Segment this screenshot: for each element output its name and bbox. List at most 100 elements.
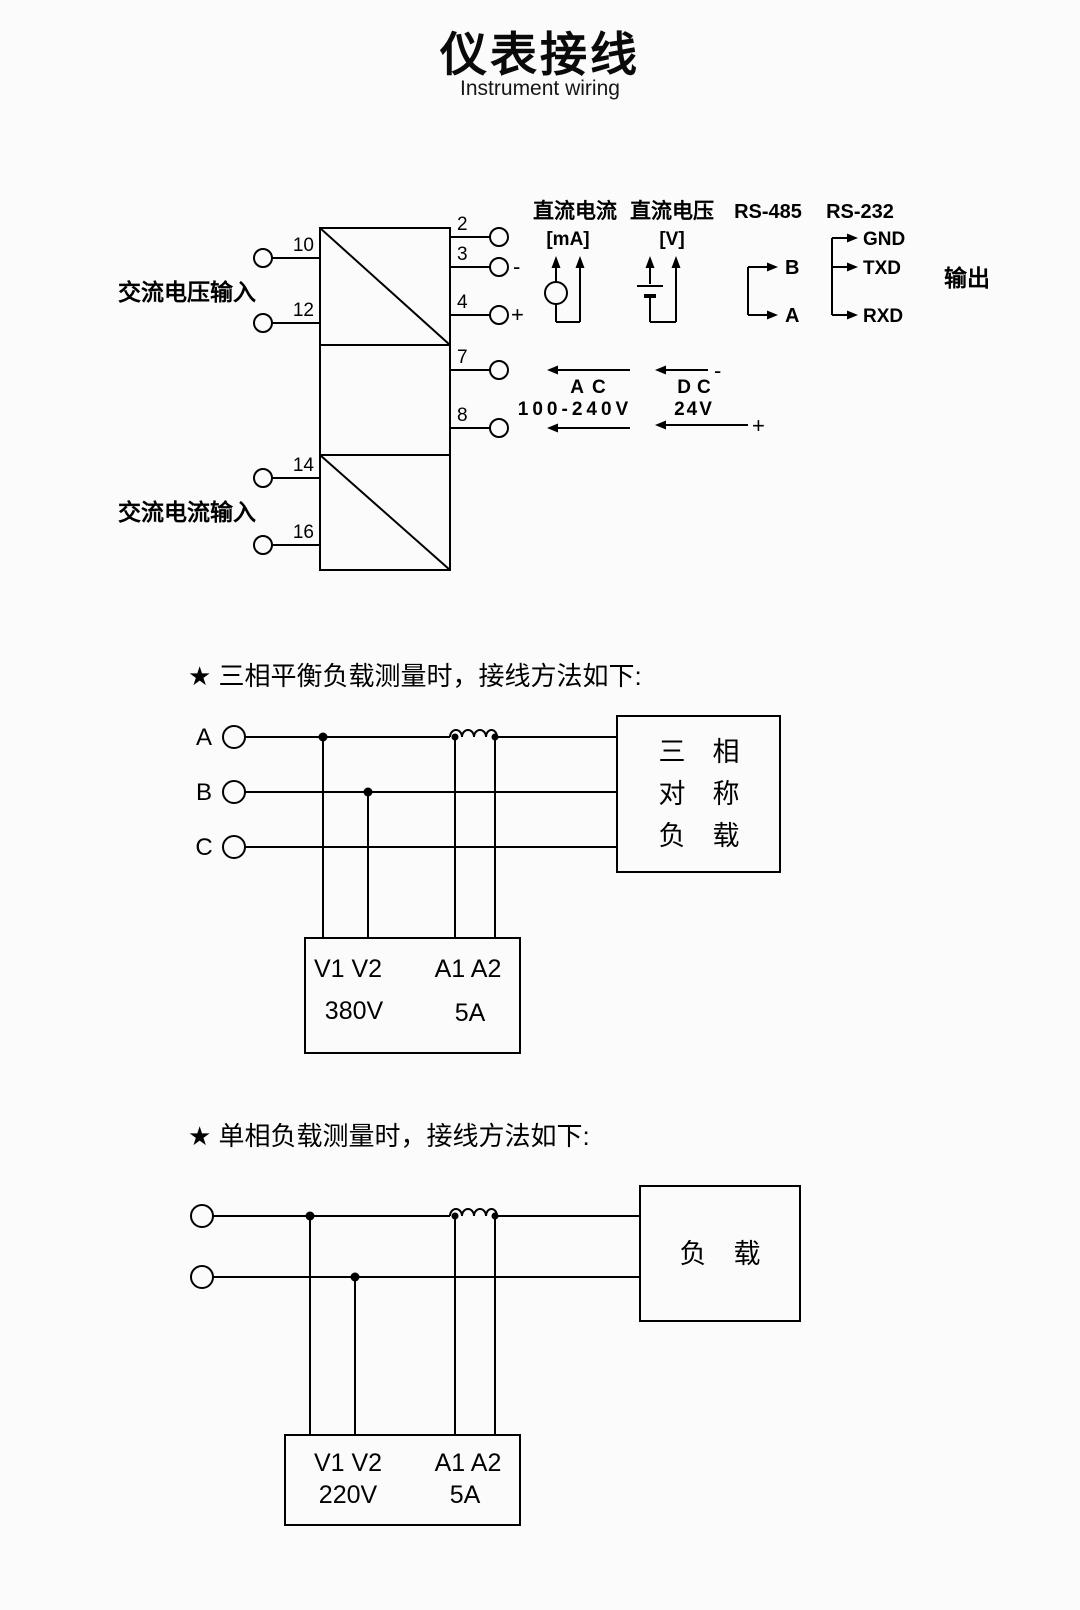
terminal-16-number: 16 <box>293 522 314 543</box>
terminal-4-circle <box>489 305 509 325</box>
rs485-label: RS-485 <box>734 201 802 223</box>
dc-voltage-unit: [V] <box>659 229 684 250</box>
single-phase-load-box <box>639 1185 801 1322</box>
terminal-8-circle <box>489 418 509 438</box>
meter-current-terminals: A1 A2 <box>435 955 502 983</box>
rs232-rxd-label: RXD <box>863 306 903 327</box>
current-arrow-up-icon <box>551 256 561 268</box>
rs232-rxd-arrow-icon <box>847 310 858 320</box>
dc-supply-voltage: 24V <box>674 399 714 420</box>
rs485-a-arrow-icon <box>767 310 778 320</box>
rs232-txd-label: TXD <box>863 258 901 279</box>
terminal-3-circle <box>489 257 509 277</box>
ac-voltage-input-terminals: 10 12 交流电压输入 <box>118 235 320 333</box>
meter-current-rating: 5A <box>450 1481 481 1509</box>
dc-voltage-label: 直流电压 <box>630 199 714 223</box>
three-phase-heading: ★ 三相平衡负载测量时，接线方法如下: <box>188 661 642 691</box>
device-top-diagonal <box>319 227 451 346</box>
ac-current-input-label: 交流电流输入 <box>118 499 256 525</box>
terminal-7-circle <box>489 360 509 380</box>
device-bottom-diagonal <box>319 454 451 571</box>
device-bottom-section <box>319 454 451 571</box>
ac-current-input-terminals: 14 16 交流电流输入 <box>118 455 320 555</box>
single-phase-heading: ★ 单相负载测量时，接线方法如下: <box>188 1121 590 1151</box>
dc-supply-type: DC <box>677 377 716 398</box>
phase-a-label: A <box>196 724 212 751</box>
phase-b-terminal <box>222 780 246 804</box>
terminal-10-circle <box>253 248 273 268</box>
current-source-icon <box>544 281 568 305</box>
rs485-line-a: A <box>785 305 799 327</box>
rs232-gnd-arrow-icon <box>847 233 858 243</box>
current-transformer-icon <box>449 729 498 738</box>
dc-supply-arrow-bottom-icon <box>655 420 666 430</box>
output-label: 输出 <box>944 265 990 291</box>
meter-current-terminals: A1 A2 <box>435 1449 502 1477</box>
rs232-txd-arrow-icon <box>847 262 858 272</box>
terminal-3-polarity: - <box>513 254 520 279</box>
rs232-label: RS-232 <box>826 201 894 223</box>
meter-current-rating: 5A <box>455 999 486 1027</box>
terminal-10-number: 10 <box>293 235 314 256</box>
ac-supply-arrow-top-icon <box>547 365 558 375</box>
terminal-2-circle <box>489 227 509 247</box>
voltage-return-arrow-icon <box>671 256 681 268</box>
three-phase-diagram: ★ 三相平衡负载测量时，接线方法如下: A B C 三 相 对 称 负 载 <box>188 661 781 1054</box>
three-phase-meter-box <box>304 937 521 1054</box>
power-supply: AC 100-240V - + DC 24V <box>518 358 765 438</box>
dc-supply-plus: + <box>752 413 765 438</box>
rs232-port: RS-232 GND TXD RXD <box>826 201 905 327</box>
page-header: 仪表接线 Instrument wiring <box>0 16 1080 101</box>
ac-supply-arrow-bottom-icon <box>547 423 558 433</box>
rs232-gnd-label: GND <box>863 229 905 250</box>
output-terminals: 2 3 - 4 + 7 8 <box>450 214 524 438</box>
current-return-arrow-icon <box>575 256 585 268</box>
neutral-terminal <box>190 1265 214 1289</box>
terminal-4-number: 4 <box>457 292 468 313</box>
dc-current-output: 直流电流 [mA] <box>533 199 617 323</box>
load-box-line1: 三 相 <box>659 737 740 767</box>
meter-voltage-terminals: V1 V2 <box>314 955 382 983</box>
dc-current-label: 直流电流 <box>533 199 617 223</box>
terminal-14-number: 14 <box>293 455 315 476</box>
ac-supply-range: 100-240V <box>518 399 632 420</box>
terminal-16-circle <box>253 535 273 555</box>
line-terminal <box>190 1204 214 1228</box>
phase-c-terminal <box>222 835 246 859</box>
meter-voltage-rating: 220V <box>319 1481 378 1509</box>
terminal-12-circle <box>253 313 273 333</box>
voltage-arrow-up-icon <box>645 256 655 268</box>
phase-c-label: C <box>195 834 212 861</box>
phase-a-terminal <box>222 725 246 749</box>
terminal-7-number: 7 <box>457 347 468 368</box>
terminal-4-polarity: + <box>511 302 524 327</box>
page-title: 仪表接线 <box>440 28 640 81</box>
terminal-3-number: 3 <box>457 244 468 265</box>
dc-supply-minus: - <box>714 358 721 383</box>
single-phase-meter-box <box>284 1434 521 1526</box>
load-box-line3: 负 载 <box>659 821 740 851</box>
meter-voltage-terminals: V1 V2 <box>314 1449 382 1477</box>
ac-supply-type: AC <box>570 377 613 398</box>
rs485-port: RS-485 B A <box>734 201 802 327</box>
dc-voltage-output: 直流电压 [V] <box>630 199 714 323</box>
instrument-device <box>319 227 451 571</box>
single-phase-diagram: ★ 单相负载测量时，接线方法如下: 负 载 V1 V2 A1 A2 220V 5… <box>188 1121 801 1526</box>
ac-voltage-input-label: 交流电压输入 <box>118 279 256 305</box>
device-middle-section <box>319 344 451 456</box>
terminal-12-number: 12 <box>293 300 314 321</box>
terminal-8-number: 8 <box>457 405 468 426</box>
rs485-b-arrow-icon <box>767 262 778 272</box>
meter-voltage-rating: 380V <box>325 997 384 1025</box>
dc-supply-arrow-top-icon <box>655 365 666 375</box>
rs485-line-b: B <box>785 257 799 279</box>
phase-b-label: B <box>196 779 212 806</box>
dc-current-unit: [mA] <box>546 229 589 250</box>
load-box-label: 负 载 <box>680 1239 761 1269</box>
three-phase-load-box <box>616 715 781 873</box>
terminal-14-circle <box>253 468 273 488</box>
load-box-line2: 对 称 <box>659 779 740 809</box>
page-subtitle: Instrument wiring <box>460 77 620 100</box>
